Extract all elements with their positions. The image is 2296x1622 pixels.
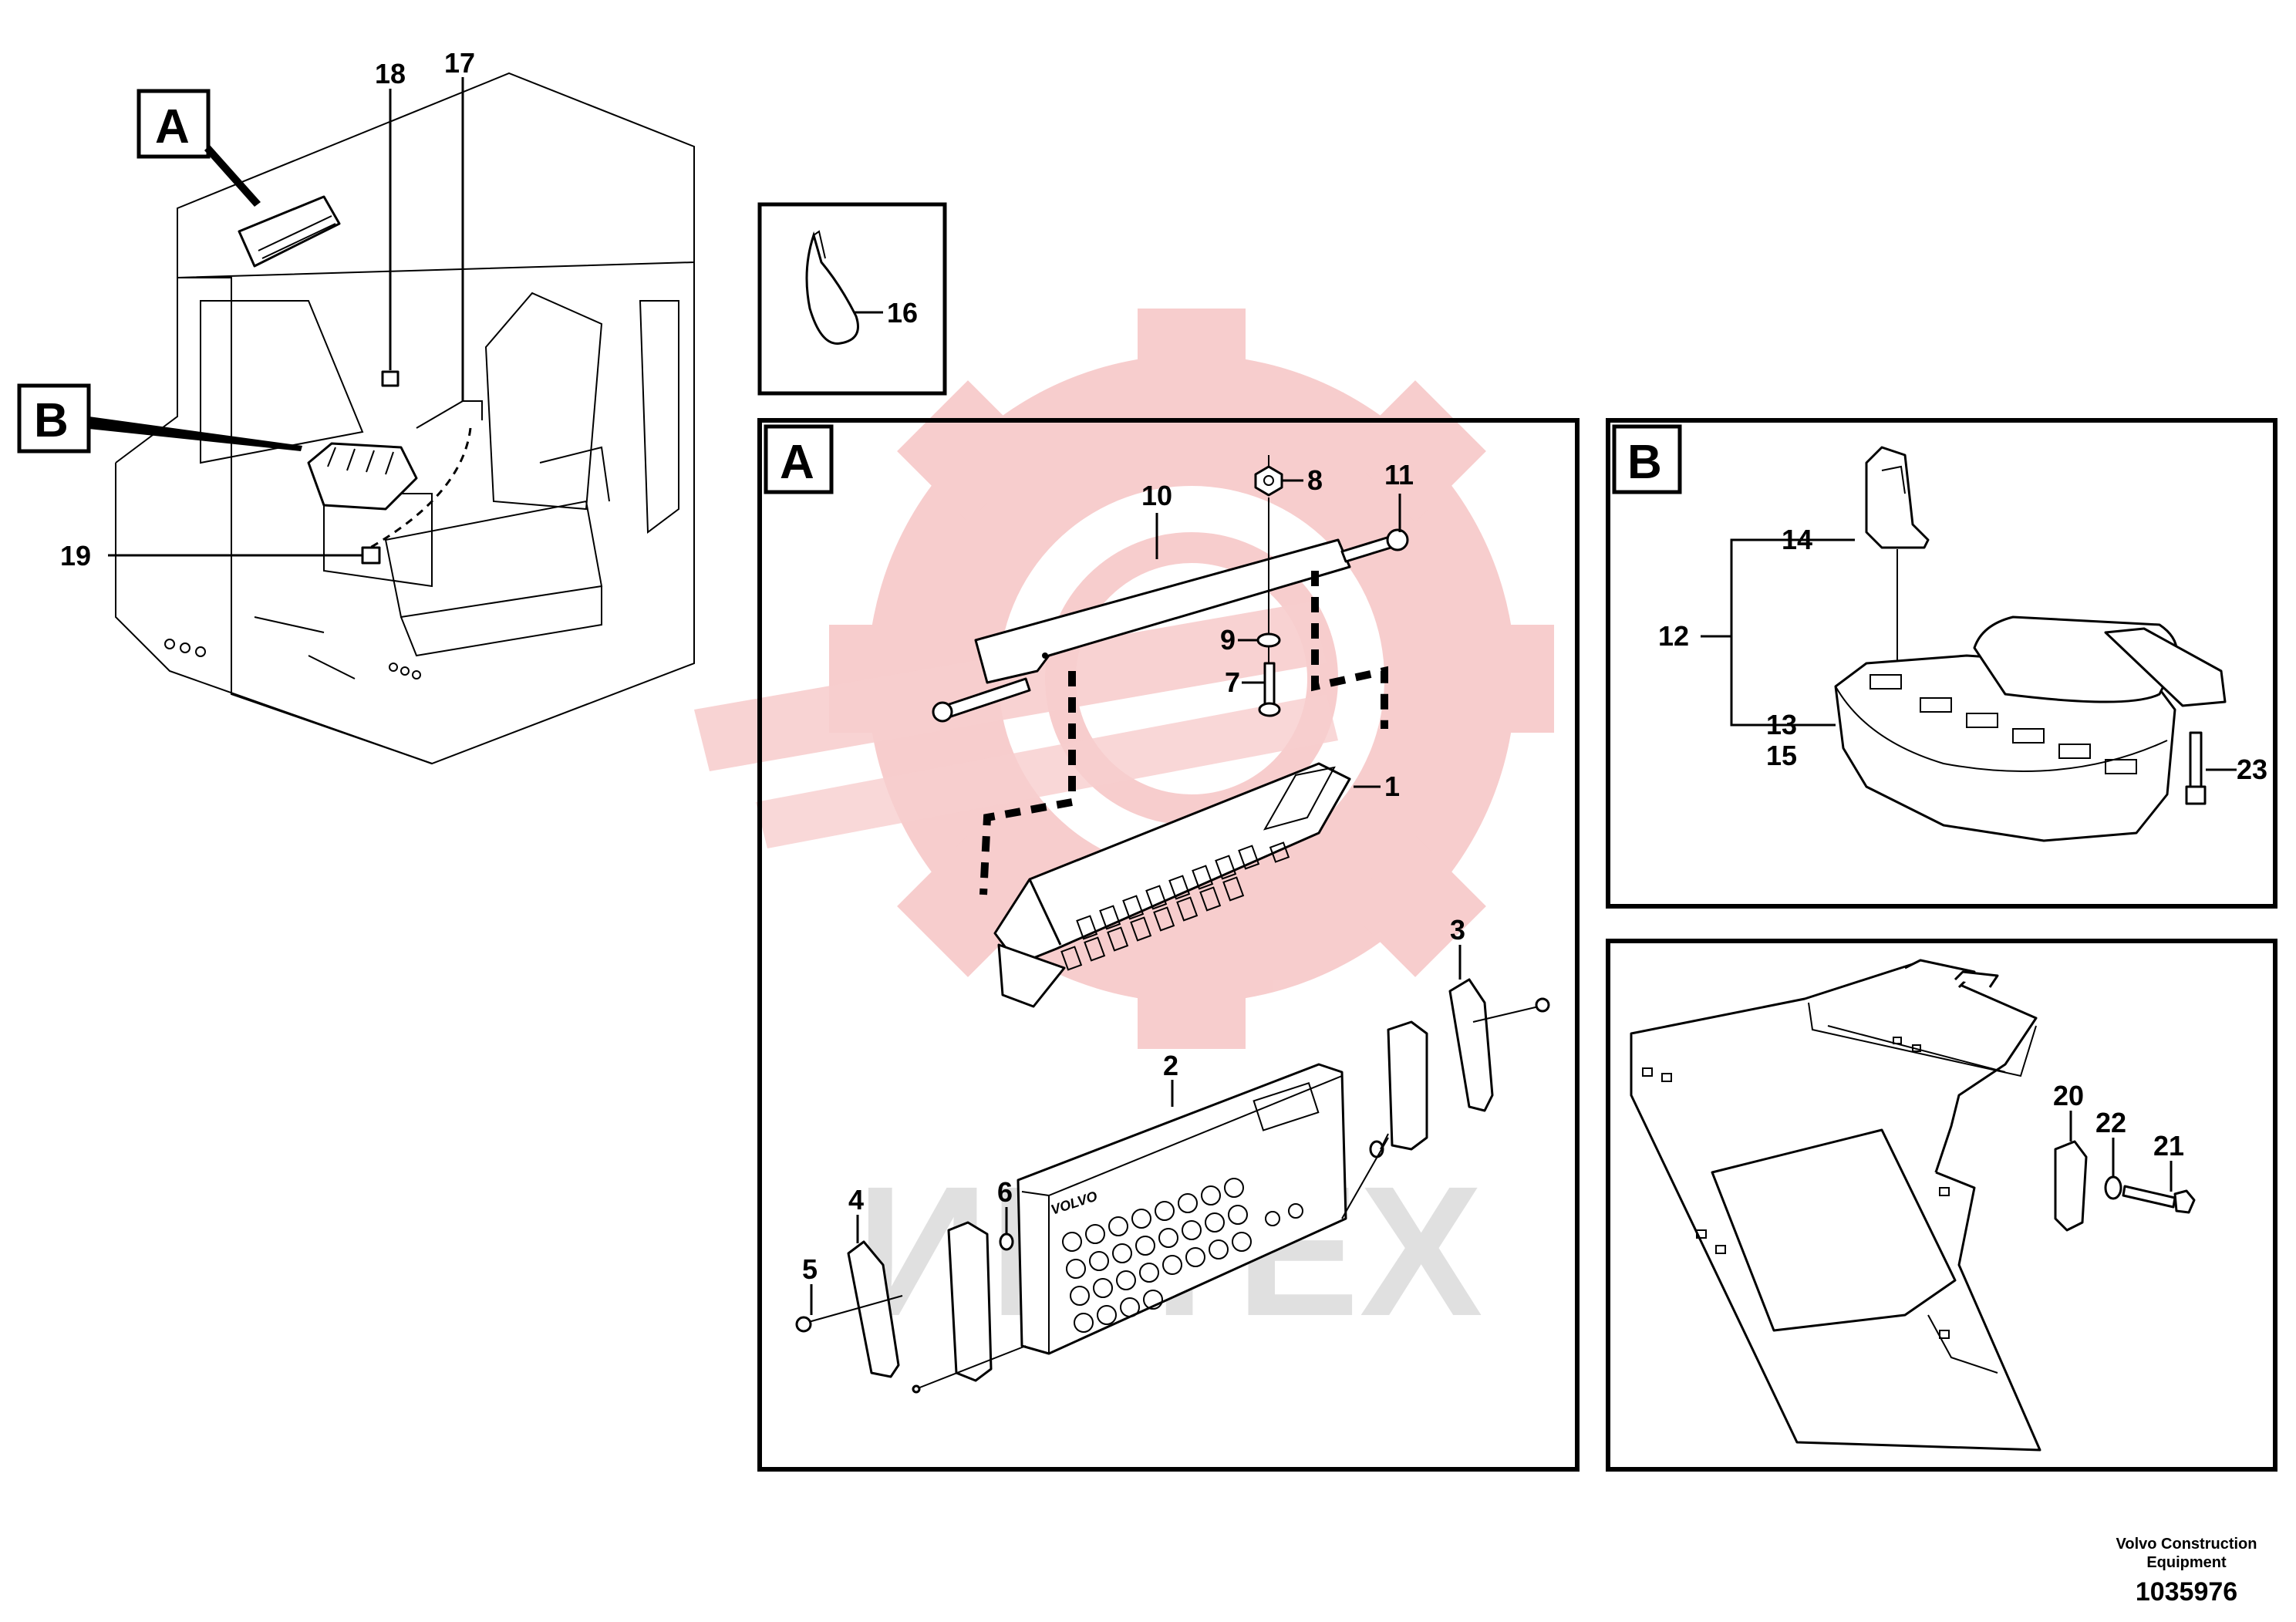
label-11: 11	[1384, 459, 1414, 491]
label-15: 15	[1766, 740, 1797, 771]
label-22: 22	[2095, 1107, 2126, 1138]
label-17: 17	[444, 47, 475, 79]
part-18-clip	[381, 370, 400, 387]
panel-a-label: A	[780, 436, 814, 489]
footer-drawing-number: 1035976	[2136, 1577, 2237, 1607]
part-7-screw	[1258, 662, 1281, 717]
label-10: 10	[1141, 480, 1172, 511]
part-screw-3	[1472, 997, 1550, 1023]
part-22-washer	[2104, 1175, 2122, 1200]
label-4: 4	[848, 1184, 864, 1216]
part-1-overhead-keypad	[993, 762, 1351, 1008]
part-end-cap-left	[947, 1221, 993, 1382]
callout-12-bracket-lines	[1730, 538, 1855, 727]
callout-a-arrow	[204, 145, 261, 207]
label-14: 14	[1782, 524, 1812, 555]
label-20: 20	[2053, 1080, 2084, 1111]
part-9-washer	[1256, 632, 1281, 648]
cab-armrest-keypad	[307, 400, 483, 549]
label-7: 7	[1225, 666, 1240, 698]
cab-overview-drawing	[115, 72, 695, 765]
cab-overhead-keypad	[238, 195, 341, 268]
label-9: 9	[1220, 624, 1236, 656]
callout-box-a	[137, 89, 211, 159]
part-screw-left	[932, 677, 1031, 723]
part-3-bracket	[1448, 978, 1494, 1112]
label-16: 16	[887, 297, 918, 329]
label-3: 3	[1450, 914, 1465, 946]
part-13-armrest-pod	[1834, 615, 2227, 842]
part-20-spacer	[2054, 1140, 2088, 1232]
label-18: 18	[375, 58, 406, 89]
label-8: 8	[1307, 464, 1323, 496]
panel-b-tag	[1612, 424, 1682, 494]
label-13: 13	[1766, 709, 1797, 740]
callout-a-label: A	[155, 100, 190, 153]
mounting-bracket-drawing	[1630, 959, 2041, 1452]
label-1: 1	[1384, 771, 1400, 802]
detail-panel-a	[757, 418, 1580, 1472]
panel-b-label: B	[1627, 436, 1662, 489]
callout-b-arrow	[89, 416, 302, 451]
footer-company-line1: Volvo Construction	[2116, 1536, 2257, 1553]
part-14-switch-knob	[1865, 446, 1930, 549]
part-8-nut	[1254, 455, 1283, 497]
label-6: 6	[997, 1176, 1013, 1208]
label-19: 19	[60, 540, 91, 572]
part-19-clip	[361, 546, 381, 565]
part-6-washer	[999, 1233, 1014, 1251]
part-5-screw	[795, 1295, 903, 1333]
label-12: 12	[1658, 620, 1689, 652]
cable-route-dashes-right	[1311, 571, 1388, 729]
label-2: 2	[1163, 1050, 1178, 1081]
callout-b-label: B	[34, 394, 69, 447]
detail-panel-bracket	[1606, 939, 2277, 1472]
label-5: 5	[802, 1253, 818, 1285]
part-21-screw	[2122, 1185, 2196, 1214]
label-23: 23	[2237, 754, 2267, 785]
part-11-screw	[1340, 528, 1409, 563]
detail-panel-b	[1606, 418, 2277, 909]
cable-tie-16	[805, 230, 859, 345]
strap-detail-box	[757, 202, 947, 396]
part-23-screw	[2185, 731, 2207, 805]
label-21: 21	[2153, 1130, 2184, 1162]
part-end-cap-right	[1387, 1020, 1428, 1151]
panel-a-tag	[764, 424, 834, 494]
cable-route-dashes	[979, 671, 1076, 895]
part-4-bracket	[847, 1240, 900, 1378]
part-10-bracket	[974, 538, 1351, 684]
footer-company-line2: Equipment	[2146, 1554, 2227, 1571]
callout-box-b	[17, 383, 91, 454]
part-2-armrest-keypad: VOLVO	[1017, 1063, 1347, 1355]
